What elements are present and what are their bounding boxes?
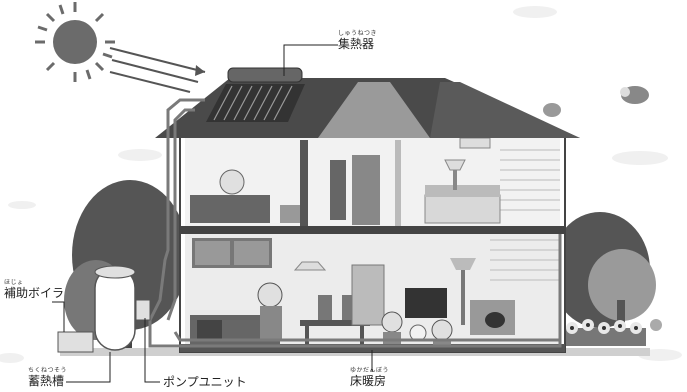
floor-heating-text: 床暖房 bbox=[350, 374, 387, 388]
sun-icon bbox=[35, 2, 115, 82]
pump-unit-label: ポンプユニット bbox=[163, 376, 247, 388]
pipes bbox=[148, 98, 562, 348]
collector-text: 集熱器 bbox=[338, 37, 375, 51]
pump-unit-box bbox=[135, 299, 151, 321]
bee-icon bbox=[650, 319, 662, 331]
aux-boiler-text: 補助ボイラ bbox=[4, 286, 65, 300]
storage-tank bbox=[94, 265, 136, 351]
aux-boiler-ruby: ほじょ bbox=[4, 279, 24, 286]
collector-label: しゅうねつき 集熱器 bbox=[338, 30, 378, 51]
aux-boiler-unit bbox=[57, 331, 94, 353]
floor-heating-label: ゆかだんぼう 床暖房 bbox=[350, 367, 390, 388]
storage-tank-label: ちくねつそう 蓄熱槽 bbox=[28, 367, 68, 388]
collector-ruby: しゅうねつき bbox=[338, 30, 378, 37]
sunlight-arrows bbox=[109, 47, 206, 93]
leader-lines bbox=[52, 44, 373, 383]
storage-tank-ruby: ちくねつそう bbox=[28, 367, 68, 374]
pump-unit-text: ポンプユニット bbox=[163, 375, 247, 389]
floor-heating-ruby: ゆかだんぼう bbox=[350, 367, 390, 374]
bird-icon bbox=[543, 86, 649, 117]
solar-collector bbox=[206, 67, 305, 122]
roof bbox=[155, 78, 580, 138]
house bbox=[179, 134, 566, 353]
right-tree bbox=[550, 212, 656, 335]
aux-boiler-label: ほじょ 補助ボイラ bbox=[4, 279, 65, 300]
clouds bbox=[0, 6, 682, 363]
storage-tank-text: 蓄熱槽 bbox=[28, 374, 65, 388]
